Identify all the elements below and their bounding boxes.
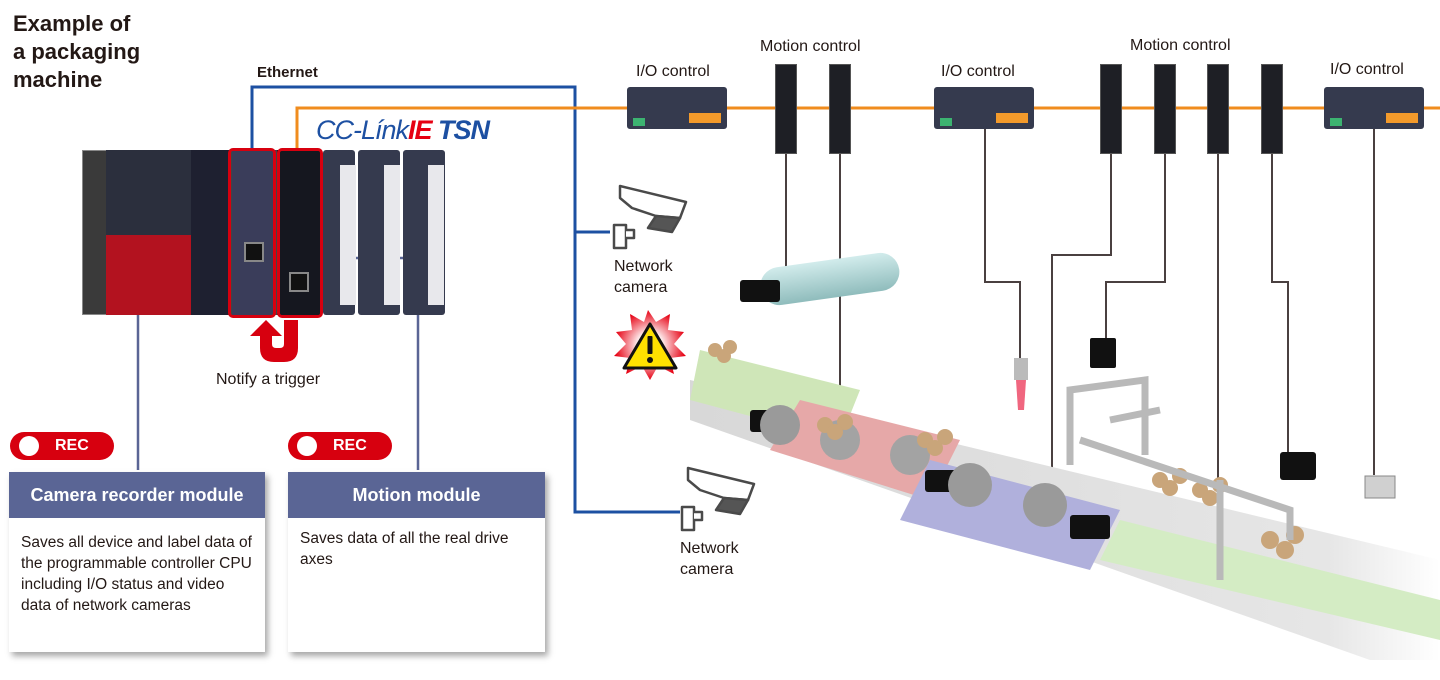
servo-motor-6 xyxy=(1280,452,1316,480)
film-roll xyxy=(760,252,900,306)
rec-badge-camera-recorder: REC xyxy=(10,432,114,460)
rec-badge-text: REC xyxy=(333,437,367,454)
io-control-label-2: I/O control xyxy=(941,63,1015,80)
motion-module-hw[interactable] xyxy=(276,150,321,315)
io-control-unit-1[interactable] xyxy=(627,87,727,129)
conveyor-green-2 xyxy=(1100,520,1440,640)
gantry-frame xyxy=(1066,376,1294,580)
io-control-label-3: I/O control xyxy=(1330,61,1404,78)
ethernet-label: Ethernet xyxy=(257,64,318,81)
cclink-logo-part3: TSN xyxy=(431,115,490,145)
servo-amplifier-5[interactable] xyxy=(1207,64,1229,154)
servo-motor-5 xyxy=(1070,515,1110,539)
servo-motor-4 xyxy=(1090,338,1116,368)
servo-motor-1 xyxy=(740,280,780,302)
title-line-3: machine xyxy=(13,67,103,92)
network-camera-label-1: Network camera xyxy=(614,256,673,298)
servo-amplifier-2[interactable] xyxy=(829,64,851,154)
io-control-unit-3[interactable] xyxy=(1324,87,1424,129)
network-camera-label-2: Network camera xyxy=(680,538,739,580)
camera-label-line2: camera xyxy=(680,561,734,578)
servo-amplifier-3[interactable] xyxy=(1100,64,1122,154)
motion-module-highlight xyxy=(277,148,323,318)
power-supply-module xyxy=(106,150,191,315)
motion-module-card: Motion module Saves data of all the real… xyxy=(288,472,545,652)
warning-icon xyxy=(614,310,686,380)
motion-control-label-2: Motion control xyxy=(1130,37,1231,54)
rec-dot-icon xyxy=(19,436,39,456)
servo-amplifier-6[interactable] xyxy=(1261,64,1283,154)
ethernet-line xyxy=(250,85,610,234)
servo-4-line xyxy=(1105,152,1166,338)
ethernet-line-lower xyxy=(573,232,680,514)
cpu-module xyxy=(191,150,231,315)
trigger-label: Notify a trigger xyxy=(216,371,321,388)
io-control-label-1: I/O control xyxy=(636,63,710,80)
cclink-logo-part1: CC-Línk xyxy=(316,115,409,145)
servo-amplifier-1[interactable] xyxy=(775,64,797,154)
camera-label-line1: Network xyxy=(614,258,673,275)
packaging-machine-illustration xyxy=(614,252,1440,660)
rec-badge-text: REC xyxy=(55,437,89,454)
servo-6-line xyxy=(1271,152,1289,452)
servo-amplifier-4[interactable] xyxy=(1154,64,1176,154)
cclink-ie-tsn-logo: CC-LínkIE TSN xyxy=(316,115,490,145)
cclink-logo-part2: IE xyxy=(408,115,432,145)
network-camera-icon[interactable] xyxy=(608,180,698,250)
rec-badge-motion: REC xyxy=(288,432,392,460)
io-1-line xyxy=(984,128,1021,358)
io-control-unit-2[interactable] xyxy=(934,87,1034,129)
title-line-1: Example of xyxy=(13,11,131,36)
camera-recorder-highlight xyxy=(228,148,276,318)
diagram-title: Example of a packaging machine xyxy=(13,10,213,94)
card-title: Camera recorder module xyxy=(9,472,265,518)
card-description: Saves data of all the real drive axes xyxy=(300,530,509,568)
network-camera-icon[interactable] xyxy=(676,462,766,532)
card-description: Saves all device and label data of the p… xyxy=(21,534,252,614)
camera-label-line1: Network xyxy=(680,540,739,557)
camera-label-line2: camera xyxy=(614,279,668,296)
rec-dot-icon xyxy=(297,436,317,456)
motion-control-label-1: Motion control xyxy=(760,38,861,55)
camera-recorder-module-hw[interactable] xyxy=(231,150,276,315)
io-sensor-box xyxy=(1364,475,1396,499)
camera-recorder-card: Camera recorder module Saves all device … xyxy=(9,472,265,652)
trigger-arrow-icon xyxy=(250,320,298,362)
photoelectric-sensor xyxy=(1014,358,1028,380)
card-title: Motion module xyxy=(288,472,545,518)
title-line-2: a packaging xyxy=(13,39,141,64)
cclink-line xyxy=(295,106,1440,150)
